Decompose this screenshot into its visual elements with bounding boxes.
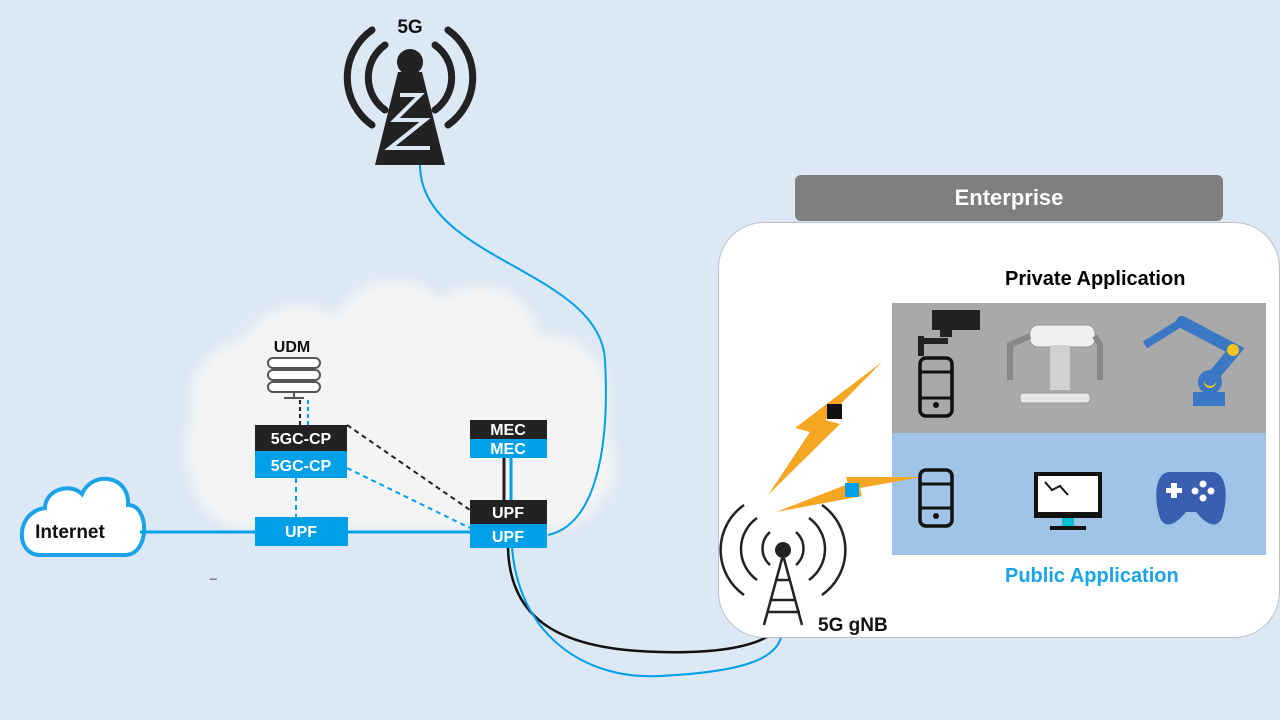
upf-right-black-label: UPF xyxy=(492,505,524,522)
cp-blue-label: 5GC-CP xyxy=(271,458,332,475)
upf-left-label: UPF xyxy=(285,524,317,541)
upf-right-black-box xyxy=(470,500,547,524)
internet-cloud-icon xyxy=(19,476,147,557)
internet-label: Internet xyxy=(35,522,105,543)
private-application-title: Private Application xyxy=(1005,268,1186,290)
cp-blue-box xyxy=(255,451,347,478)
cp-upf-blue-dash xyxy=(346,467,471,529)
upf-gnb-black-link xyxy=(506,547,783,654)
core-cloud xyxy=(185,280,615,530)
small-mark: _ xyxy=(209,566,217,580)
server-icon xyxy=(267,357,321,399)
upf-gnb-blue-link xyxy=(511,547,783,678)
upf-right-blue-box xyxy=(470,524,547,548)
tower-to-upf-link xyxy=(419,164,607,536)
mec-blue-label: MEC xyxy=(490,441,526,458)
public-application-title: Public Application xyxy=(1005,565,1179,587)
tower-5g-label: 5G xyxy=(397,17,422,38)
udm-label: UDM xyxy=(274,339,310,356)
cp-upf-black-dash xyxy=(346,424,471,511)
enterprise-header: Enterprise xyxy=(795,175,1223,221)
public-application-zone xyxy=(892,433,1266,555)
mec-blue-box xyxy=(470,439,547,458)
upf-right-blue-label: UPF xyxy=(492,529,524,546)
upf-left-box xyxy=(255,517,348,546)
cp-black-box xyxy=(255,425,347,451)
private-application-zone xyxy=(892,303,1266,433)
mec-black-box xyxy=(470,420,547,439)
mec-black-label: MEC xyxy=(490,422,526,439)
tower-5g-icon xyxy=(343,26,477,165)
cp-black-label: 5GC-CP xyxy=(271,431,332,448)
